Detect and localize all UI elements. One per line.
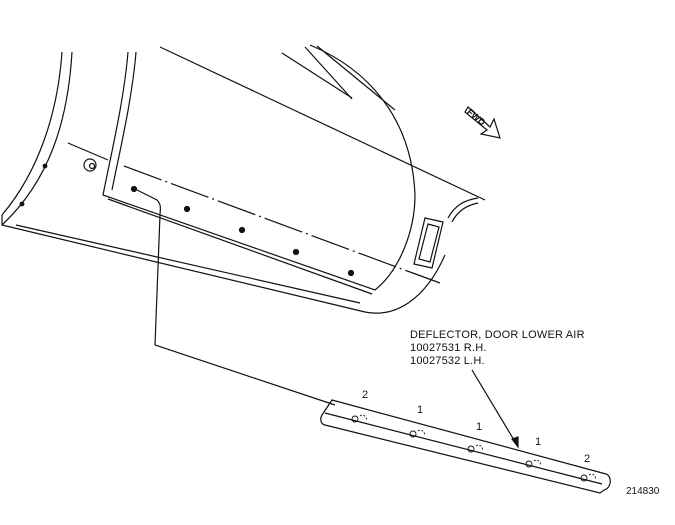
part-number-lh: 10027532 L.H. [410, 355, 485, 367]
figure-number: 214830 [626, 486, 660, 497]
callout-arrow [471, 369, 519, 449]
fastener-holes [19, 163, 355, 277]
part-number-rh: 10027531 R.H. [410, 342, 487, 354]
clip-icon [83, 158, 97, 172]
fastener-qty: 2 [584, 453, 591, 465]
door-outline [67, 44, 486, 295]
fwd-arrow-icon [464, 106, 501, 139]
fastener-qty: 1 [417, 404, 424, 416]
fender-outline [1, 51, 446, 314]
deflector-part [320, 399, 611, 494]
fastener-qty: 1 [535, 436, 542, 448]
fastener-qty: 1 [476, 421, 483, 433]
fastener-qty: 2 [362, 389, 369, 401]
rocker-vent [413, 197, 479, 269]
callout-title: DEFLECTOR, DOOR LOWER AIR [410, 329, 585, 341]
leader-line [136, 189, 336, 406]
